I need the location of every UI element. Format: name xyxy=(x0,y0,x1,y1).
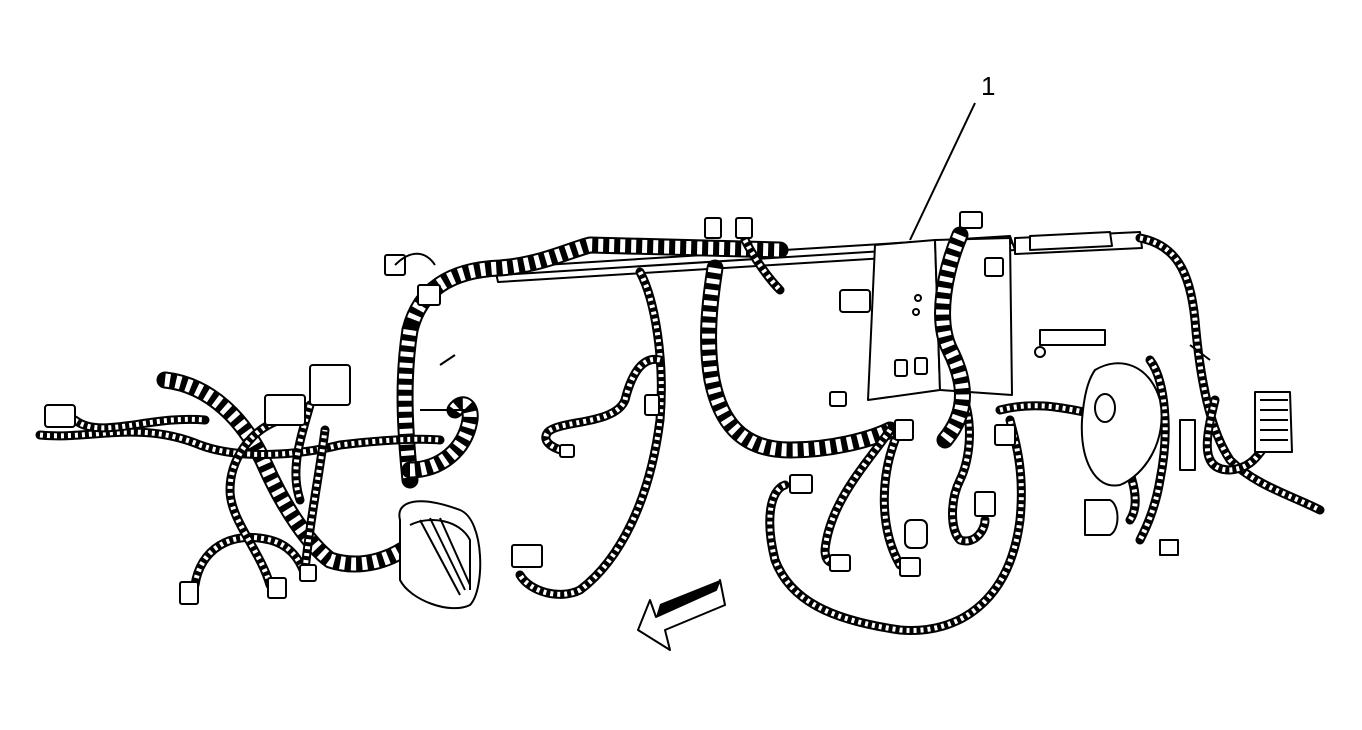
right-center-harness xyxy=(765,226,1105,635)
callout-1-label: 1 xyxy=(981,71,995,101)
central-module xyxy=(829,211,1013,407)
bulkhead-grommet xyxy=(398,500,482,610)
callout-1-leader-line xyxy=(909,102,976,241)
front-direction-arrow xyxy=(637,579,726,651)
left-harness-branches xyxy=(35,371,479,590)
right-harness xyxy=(1029,231,1325,556)
left-connectors xyxy=(44,252,465,605)
center-harness-branches xyxy=(511,217,899,599)
callout-1: 1 xyxy=(909,71,995,241)
